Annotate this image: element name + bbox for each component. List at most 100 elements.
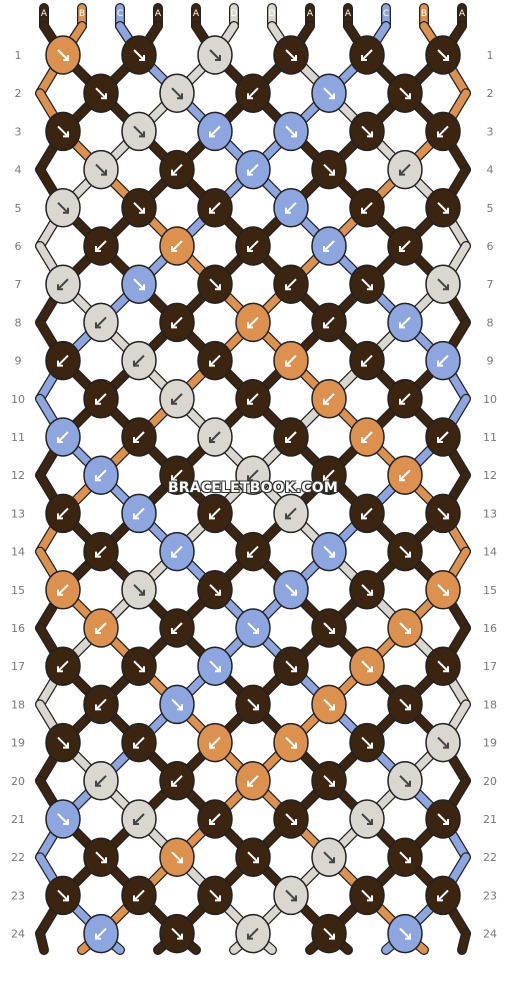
arrow-down-left-icon	[133, 49, 145, 61]
arrow-down-left-icon	[171, 87, 183, 100]
arrow-down-left-icon	[95, 851, 107, 864]
row-number-right: 18	[483, 698, 497, 711]
arrow-down-left-icon	[95, 163, 107, 176]
bottom-strand-label: A	[193, 967, 200, 977]
arrow-down-right-icon	[399, 469, 411, 482]
row-number-right: 4	[487, 164, 494, 177]
arrow-down-left-icon	[437, 507, 449, 520]
arrow-down-right-icon	[57, 584, 69, 596]
row-number-left: 14	[11, 546, 25, 559]
arrow-down-left-icon	[133, 584, 145, 596]
arrow-down-right-icon	[95, 393, 107, 405]
arrow-down-right-icon	[323, 240, 335, 252]
arrow-down-left-icon	[323, 622, 335, 634]
arrow-down-right-icon	[209, 813, 221, 825]
row-number-left: 5	[15, 202, 22, 215]
arrow-down-right-icon	[247, 316, 259, 329]
row-number-right: 20	[483, 775, 497, 788]
row-number-left: 17	[11, 660, 25, 673]
arrow-down-left-icon	[437, 736, 449, 749]
arrow-down-left-icon	[361, 889, 373, 902]
arrow-down-right-icon	[285, 507, 297, 520]
arrow-down-left-icon	[285, 125, 297, 138]
row-number-left: 18	[11, 698, 25, 711]
row-number-right: 17	[483, 660, 497, 673]
arrow-down-left-icon	[399, 698, 411, 711]
arrow-down-right-icon	[209, 431, 221, 443]
arrow-down-left-icon	[323, 545, 335, 558]
arrow-down-left-icon	[361, 278, 373, 291]
arrow-down-left-icon	[399, 545, 411, 558]
row-number-left: 13	[11, 507, 25, 520]
arrow-down-left-icon	[57, 125, 69, 138]
bottom-strand-label: A	[307, 967, 314, 977]
bottom-strand-label: B	[421, 967, 427, 977]
bottom-strand-label: A	[41, 967, 48, 977]
arrow-down-right-icon	[361, 431, 373, 443]
arrow-down-right-icon	[171, 545, 183, 558]
row-number-right: 6	[487, 240, 494, 253]
arrow-down-right-icon	[57, 660, 69, 673]
arrow-down-right-icon	[95, 469, 107, 482]
row-number-right: 14	[483, 546, 497, 559]
top-strand-label: A	[459, 9, 466, 19]
arrow-down-left-icon	[285, 660, 297, 673]
row-number-left: 1	[15, 49, 22, 62]
knot-layer	[45, 35, 461, 954]
row-number-left: 11	[11, 431, 25, 444]
arrow-down-right-icon	[323, 469, 335, 482]
arrow-down-left-icon	[95, 87, 107, 100]
row-number-left: 10	[11, 393, 25, 406]
arrow-down-left-icon	[361, 660, 373, 673]
arrow-down-right-icon	[247, 927, 259, 940]
arrow-down-right-icon	[323, 393, 335, 405]
top-strand-label: A	[155, 9, 162, 19]
row-number-left: 22	[11, 851, 25, 864]
row-number-right: 8	[487, 316, 494, 329]
arrow-down-left-icon	[399, 87, 411, 100]
arrow-down-left-icon	[57, 202, 69, 214]
arrow-down-left-icon	[437, 278, 449, 291]
row-number-left: 3	[15, 125, 22, 138]
row-number-right: 2	[487, 87, 494, 100]
arrow-down-left-icon	[323, 163, 335, 176]
arrow-down-right-icon	[209, 202, 221, 214]
arrow-down-left-icon	[399, 927, 411, 940]
arrow-down-left-icon	[133, 278, 145, 291]
bottom-strand-11	[458, 929, 470, 954]
arrow-down-left-icon	[57, 889, 69, 902]
bottom-strand-label: D	[231, 967, 238, 977]
row-number-right: 1	[487, 49, 494, 62]
arrow-down-right-icon	[171, 622, 183, 634]
row-number-left: 20	[11, 775, 25, 788]
arrow-down-right-icon	[361, 202, 373, 214]
row-number-right: 21	[483, 813, 497, 826]
arrow-down-left-icon	[57, 49, 69, 61]
arrow-down-left-icon	[399, 851, 411, 864]
arrow-down-left-icon	[209, 49, 221, 61]
row-number-left: 7	[15, 278, 22, 291]
arrow-down-right-icon	[247, 775, 259, 787]
arrow-down-right-icon	[399, 163, 411, 176]
top-strand-label: C	[117, 9, 123, 19]
arrow-down-right-icon	[247, 469, 259, 482]
arrow-down-left-icon	[285, 49, 297, 61]
arrow-down-right-icon	[209, 125, 221, 138]
arrow-down-left-icon	[285, 584, 297, 596]
arrow-down-left-icon	[285, 813, 297, 825]
arrow-down-left-icon	[247, 622, 259, 634]
arrow-down-right-icon	[285, 431, 297, 443]
arrow-down-left-icon	[209, 889, 221, 902]
arrow-down-right-icon	[171, 469, 183, 482]
bottom-strand-label: A	[459, 967, 466, 977]
arrow-down-left-icon	[361, 736, 373, 749]
bottom-strand-label: C	[383, 967, 389, 977]
arrow-down-left-icon	[57, 736, 69, 749]
row-number-right: 15	[483, 584, 497, 597]
arrow-down-left-icon	[437, 584, 449, 596]
arrow-down-left-icon	[323, 851, 335, 864]
row-number-left: 16	[11, 622, 25, 635]
arrow-down-right-icon	[95, 545, 107, 558]
arrow-down-right-icon	[437, 889, 449, 902]
